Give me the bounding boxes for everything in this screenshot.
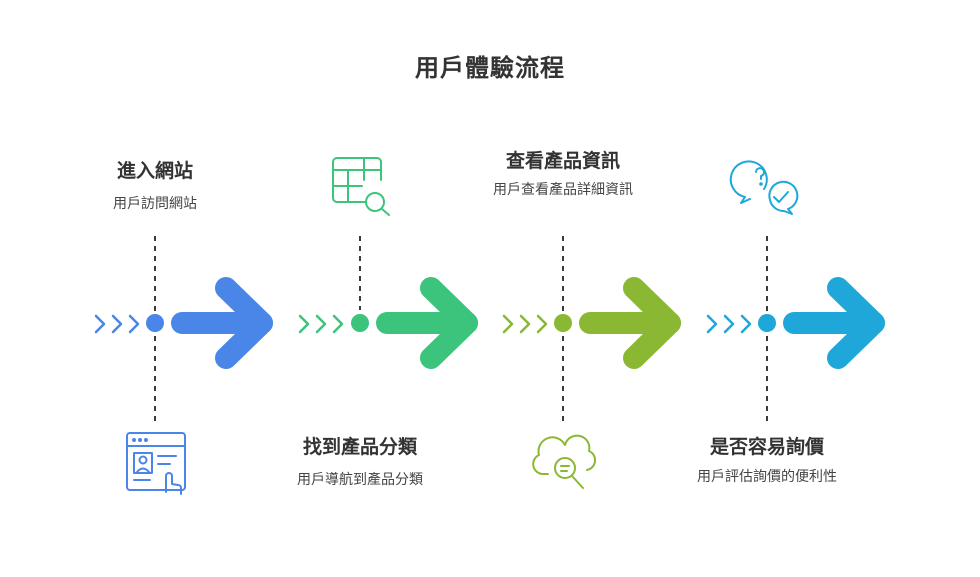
step-4-chevrons (706, 314, 752, 334)
step-4-arrow (783, 277, 885, 369)
step-1-description: 用戶訪問網站 (113, 196, 197, 212)
step-1-arrow (171, 277, 273, 369)
step-2-node (351, 314, 369, 332)
step-2-chevrons (298, 314, 344, 334)
cloud-search-icon (532, 434, 597, 489)
question-check-chat-icon (729, 160, 799, 215)
step-3-description: 用戶查看產品詳細資訊 (493, 182, 633, 198)
step-3-flow (502, 236, 681, 489)
step-2-arrow (376, 277, 478, 369)
step-1-flow (94, 236, 273, 495)
step-4-flow (706, 160, 885, 422)
step-2-description: 用戶導航到產品分類 (297, 472, 423, 488)
step-3-node (554, 314, 572, 332)
website-profile-click-icon (126, 432, 186, 495)
step-2-flow (298, 157, 478, 369)
step-1-chevrons (94, 314, 140, 334)
step-4-title: 是否容易詢價 (709, 436, 824, 458)
step-3-chevrons (502, 314, 548, 334)
step-4-node (758, 314, 776, 332)
step-1-title: 進入網站 (116, 160, 193, 182)
step-2-title: 找到產品分類 (302, 436, 417, 458)
step-1-node (146, 314, 164, 332)
step-3-title: 查看產品資訊 (505, 150, 620, 172)
diagram-title: 用戶體驗流程 (415, 54, 565, 82)
step-3-arrow (579, 277, 681, 369)
step-4-description: 用戶評估詢價的便利性 (697, 469, 837, 485)
table-search-icon (332, 157, 390, 216)
